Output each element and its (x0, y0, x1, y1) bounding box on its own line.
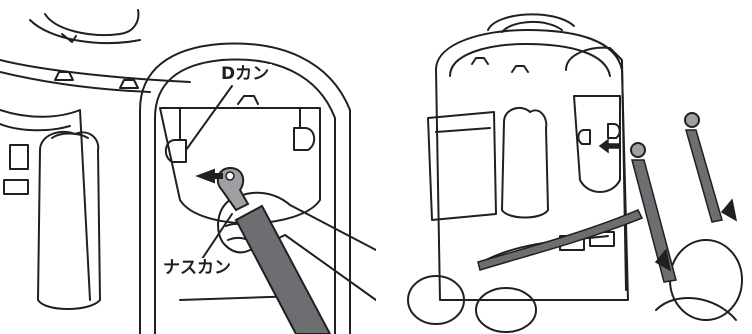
snap-hook (685, 113, 699, 127)
back-panel-outline (566, 48, 626, 290)
top-loop (472, 58, 488, 64)
snap-hook-eye (226, 172, 234, 180)
side-buckle (10, 145, 28, 169)
back-panel-outline (140, 44, 350, 334)
top-loop (55, 72, 73, 80)
d-ring-left (578, 130, 590, 144)
side-pocket-seam (0, 124, 70, 130)
closeup-drawing (0, 0, 376, 334)
wheel (670, 240, 742, 320)
d-ring-right (294, 128, 314, 150)
top-loop (120, 80, 138, 88)
carry-handle-inner (30, 20, 140, 43)
direction-arrow-icon (722, 200, 736, 220)
top-clip (238, 96, 258, 104)
water-bottle (502, 108, 548, 218)
strap-right (686, 130, 722, 222)
side-buckle (4, 180, 28, 194)
snap-hook (631, 143, 645, 157)
direction-arrow-icon (600, 140, 620, 152)
backpack-body (436, 30, 628, 300)
d-ring-label: Dカン (218, 64, 272, 84)
strap-diagonal (478, 210, 642, 270)
carry-handle (45, 10, 138, 35)
water-bottle (38, 132, 100, 309)
water-bottle-cap (52, 134, 88, 139)
wheel-base (656, 298, 736, 320)
side-pocket-seam (436, 128, 490, 132)
d-ring-right (608, 124, 620, 138)
closeup-illustration: Dカン ナスカン (0, 0, 376, 334)
wheel (476, 288, 536, 332)
strap (236, 206, 330, 334)
overview-drawing (376, 0, 752, 334)
snap-hook-label: ナスカン (160, 258, 234, 278)
overview-illustration (376, 0, 752, 334)
snap-hook-leader-line (200, 214, 232, 262)
d-ring-leader-line (186, 86, 232, 150)
top-loop (512, 66, 528, 72)
